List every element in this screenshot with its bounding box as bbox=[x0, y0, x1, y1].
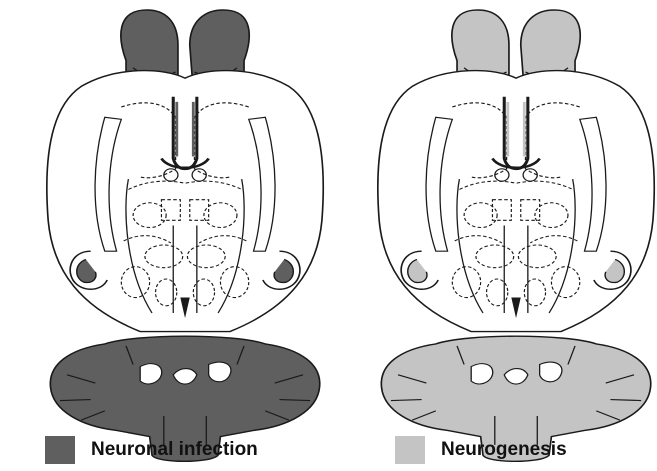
brain-section-neuronal-infection bbox=[47, 10, 323, 461]
brain-section-neurogenesis bbox=[378, 10, 654, 461]
legend-label-neurogenesis: Neurogenesis bbox=[441, 436, 567, 464]
legend-item-neurogenesis: Neurogenesis bbox=[395, 436, 567, 464]
legend-swatch-neurogenesis bbox=[395, 436, 425, 464]
legend-label-neuronal-infection: Neuronal infection bbox=[91, 436, 258, 464]
legend-swatch-neuronal-infection bbox=[45, 436, 75, 464]
legend-item-neuronal-infection: Neuronal infection bbox=[45, 436, 258, 464]
